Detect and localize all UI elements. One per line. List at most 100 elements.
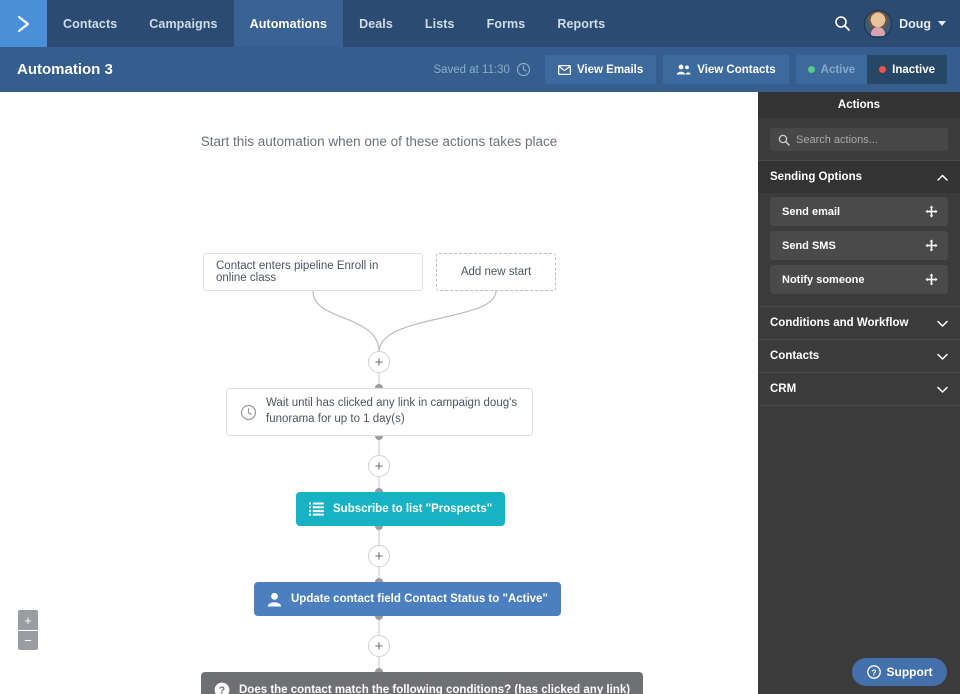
chevron-right-logo-icon (17, 15, 29, 32)
start-caption: Start this automation when one of these … (200, 134, 558, 149)
add-step-button[interactable]: + (368, 635, 390, 657)
sidebar-section-crm[interactable]: CRM (758, 372, 960, 405)
action-node-label: Does the contact match the following con… (239, 684, 631, 694)
people-icon (677, 64, 691, 75)
nav-tab-label: Automations (249, 16, 328, 31)
list-icon (309, 502, 324, 516)
saved-at-label: Saved at 11:30 (433, 63, 510, 76)
drag-move-icon[interactable] (925, 273, 938, 286)
zoom-out-button[interactable]: − (18, 630, 38, 650)
action-item-label: Send email (782, 205, 841, 218)
nav-tab-label: Deals (359, 16, 393, 31)
nav-tab-forms[interactable]: Forms (471, 0, 542, 47)
add-step-button[interactable]: + (368, 351, 390, 373)
add-new-start-label: Add new start (460, 266, 532, 278)
user-name-label: Doug (899, 16, 931, 31)
action-item-send-email[interactable]: Send email (770, 197, 948, 226)
view-contacts-button[interactable]: View Contacts (663, 55, 789, 84)
action-node-condition[interactable]: ? Does the contact match the following c… (201, 672, 644, 694)
user-menu[interactable]: Doug (864, 0, 960, 47)
chevron-down-icon (937, 353, 948, 360)
svg-text:?: ? (219, 685, 225, 694)
start-trigger-node[interactable]: Contact enters pipeline Enroll in online… (203, 253, 423, 291)
action-item-label: Notify someone (782, 273, 865, 286)
minus-icon: − (24, 633, 32, 648)
nav-tab-automations[interactable]: Automations (233, 0, 344, 47)
status-dot-inactive (879, 66, 887, 73)
sidebar-section-label: Contacts (770, 350, 820, 362)
search-actions-box[interactable] (770, 128, 948, 151)
add-step-button[interactable]: + (368, 545, 390, 567)
nav-tab-label: Lists (424, 16, 455, 31)
plus-icon: + (374, 353, 384, 371)
nav-tab-label: Reports (557, 16, 606, 31)
action-node-update-contact-field[interactable]: Update contact field Contact Status to "… (254, 582, 561, 616)
nav-tab-campaigns[interactable]: Campaigns (133, 0, 233, 47)
nav-tab-reports[interactable]: Reports (541, 0, 621, 47)
status-active-button[interactable]: Active (795, 55, 868, 84)
sidebar-section-sending-options[interactable]: Sending Options (758, 160, 960, 193)
nav-tab-label: Forms (486, 16, 526, 31)
wait-node-label: Wait until has clicked any link in campa… (266, 397, 518, 425)
search-icon (778, 134, 790, 146)
global-search-button[interactable] (820, 0, 864, 47)
sidebar-section-conditions-and-workflow[interactable]: Conditions and Workflow (758, 306, 960, 339)
page-title: Automation 3 (17, 61, 113, 78)
sidebar-title: Actions (758, 92, 960, 118)
drag-move-icon[interactable] (925, 239, 938, 252)
search-actions-input[interactable] (796, 133, 940, 146)
sidebar-section-divider (758, 405, 960, 406)
view-emails-button[interactable]: View Emails (544, 55, 657, 84)
start-trigger-label: Contact enters pipeline Enroll in online… (216, 260, 379, 284)
plus-icon: + (374, 457, 384, 475)
add-new-start-button[interactable]: Add new start (436, 253, 556, 291)
sidebar-section-label: CRM (770, 383, 797, 395)
action-node-label: Subscribe to list "Prospects" (333, 503, 493, 515)
plus-icon: + (374, 637, 384, 655)
clock-icon (240, 404, 257, 420)
sidebar-search-wrap (758, 118, 960, 160)
chevron-down-icon (937, 320, 948, 327)
view-contacts-label: View Contacts (697, 63, 776, 76)
drag-move-icon[interactable] (925, 205, 938, 218)
status-toggle-group: Active Inactive (795, 55, 947, 84)
wait-node[interactable]: Wait until has clicked any link in campa… (226, 388, 533, 436)
plus-icon: + (24, 612, 32, 628)
nav-tab-contacts[interactable]: Contacts (47, 0, 133, 47)
search-icon (834, 16, 850, 31)
automation-canvas[interactable]: Start this automation when one of these … (0, 92, 758, 694)
action-node-label: Update contact field Contact Status to "… (291, 593, 548, 605)
person-icon (267, 592, 282, 606)
support-label: Support (886, 665, 933, 679)
nav-tab-label: Contacts (63, 16, 118, 31)
sidebar-section-body-sending-options: Send email Send SMS Notify someone (758, 193, 960, 306)
add-step-button[interactable]: + (368, 455, 390, 477)
zoom-in-button[interactable]: + (18, 610, 38, 630)
chevron-down-icon (937, 386, 948, 393)
action-item-send-sms[interactable]: Send SMS (770, 231, 948, 260)
zoom-controls: + − (18, 610, 38, 650)
action-item-label: Send SMS (782, 239, 836, 252)
top-navigation-bar: Contacts Campaigns Automations Deals Lis… (0, 0, 960, 47)
app-logo[interactable] (0, 0, 47, 47)
question-circle-icon: ? (866, 665, 881, 679)
sidebar-section-contacts[interactable]: Contacts (758, 339, 960, 372)
envelope-icon (557, 64, 571, 75)
status-dot-active (807, 66, 815, 73)
chevron-down-icon (938, 21, 946, 26)
sidebar-section-label: Sending Options (770, 171, 862, 183)
automation-sub-header: Automation 3 Saved at 11:30 View Emails … (0, 47, 960, 92)
action-node-subscribe[interactable]: Subscribe to list "Prospects" (296, 492, 506, 526)
plus-icon: + (374, 547, 384, 565)
action-item-notify-someone[interactable]: Notify someone (770, 265, 948, 294)
history-clock-icon[interactable] (516, 62, 531, 77)
nav-tab-lists[interactable]: Lists (409, 0, 471, 47)
chevron-up-icon (937, 174, 948, 181)
status-active-label: Active (820, 63, 856, 76)
view-emails-label: View Emails (576, 63, 644, 76)
nav-spacer (621, 0, 820, 47)
actions-sidebar: Actions Sending Options Send email Send … (758, 92, 960, 694)
nav-tab-deals[interactable]: Deals (343, 0, 409, 47)
support-button[interactable]: ? Support (852, 658, 947, 686)
status-inactive-button[interactable]: Inactive (867, 55, 947, 84)
